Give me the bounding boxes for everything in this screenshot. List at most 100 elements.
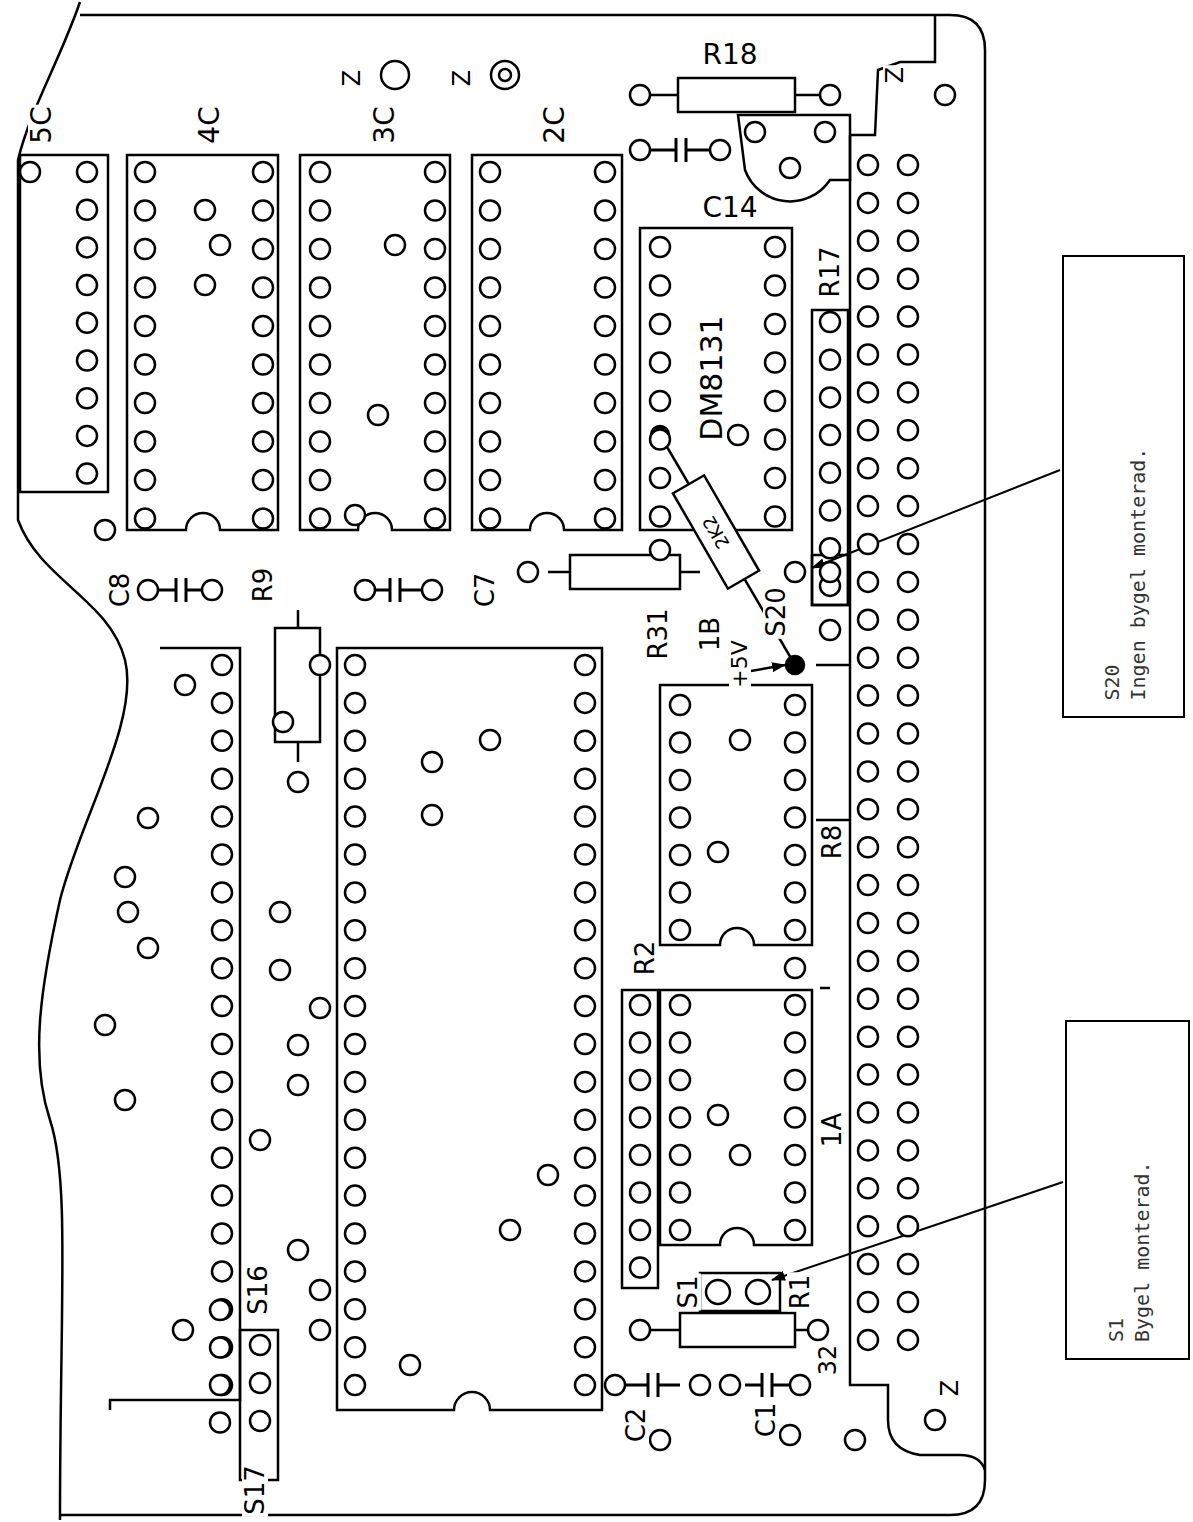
solder-pad <box>858 875 878 895</box>
solder-pad <box>898 496 918 516</box>
solder-pad <box>858 1065 878 1085</box>
solder-pad <box>765 353 785 373</box>
solder-pad <box>898 345 918 365</box>
solder-pad <box>808 1320 828 1340</box>
component-label: S20 <box>763 585 789 639</box>
solder-pad <box>385 235 405 255</box>
solder-pad <box>898 648 918 668</box>
solder-pad <box>858 837 878 857</box>
callout-note: S1 <box>1102 1318 1128 1342</box>
solder-pad <box>858 345 878 365</box>
solder-pad <box>345 1375 365 1395</box>
solder-pad <box>858 458 878 478</box>
solder-pad <box>345 920 365 940</box>
solder-pad <box>345 882 365 902</box>
solder-pad <box>898 913 918 933</box>
solder-pad <box>630 1108 650 1128</box>
solder-pad <box>135 393 155 413</box>
solder-pad <box>858 496 878 516</box>
component-label: C7 <box>472 571 498 610</box>
solder-pad <box>575 1148 595 1168</box>
component-label: +5V <box>729 638 751 689</box>
solder-pad <box>858 1254 878 1274</box>
solder-pad <box>650 468 670 488</box>
solder-pad <box>135 509 155 529</box>
solder-pad <box>858 1178 878 1198</box>
solder-pad <box>270 902 290 922</box>
solder-pad <box>210 235 230 255</box>
solder-pad <box>630 1258 650 1278</box>
solder-pad <box>858 648 878 668</box>
solder-pad <box>858 269 878 289</box>
component-label: 32 <box>816 1343 840 1378</box>
solder-pad <box>425 201 445 221</box>
solder-pad <box>898 1292 918 1312</box>
solder-pad <box>253 316 273 336</box>
solder-pad <box>898 1140 918 1160</box>
solder-pad <box>381 61 409 89</box>
solder-pad <box>480 162 500 182</box>
component-label: Z <box>450 68 474 88</box>
solder-pad <box>195 200 215 220</box>
solder-pad <box>250 1130 270 1150</box>
solder-pad <box>820 463 840 483</box>
solder-pad <box>345 655 365 675</box>
component-label: DM8131 <box>697 313 727 442</box>
solder-pad <box>898 761 918 781</box>
solder-pad <box>785 958 805 978</box>
solder-pad <box>425 509 445 529</box>
solder-pad <box>745 122 765 142</box>
solder-pad <box>785 995 805 1015</box>
solder-pad <box>898 269 918 289</box>
solder-pad <box>345 1337 365 1357</box>
solder-pad <box>820 387 840 407</box>
solder-pad <box>212 1224 232 1244</box>
callout-box: S20Ingen bygel monterad. <box>1062 255 1185 718</box>
solder-pad <box>480 730 500 750</box>
solder-pad <box>95 1015 115 1035</box>
solder-pad <box>670 770 690 790</box>
component-label: Z <box>938 1378 962 1398</box>
component-label: C2 <box>623 1406 649 1445</box>
solder-pad <box>898 724 918 744</box>
solder-pad <box>858 231 878 251</box>
solder-pad <box>425 239 445 259</box>
solder-pad <box>77 200 97 220</box>
solder-pad <box>77 426 97 446</box>
solder-pad <box>575 845 595 865</box>
solder-pad <box>500 1220 520 1240</box>
solder-pad <box>212 769 232 789</box>
solder-pad <box>858 1027 878 1047</box>
solder-pad <box>820 425 840 445</box>
component-label: 3C <box>371 104 399 145</box>
solder-pad <box>310 1280 330 1300</box>
solder-pad <box>858 686 878 706</box>
solder-pad <box>575 882 595 902</box>
solder-pad <box>858 1330 878 1350</box>
solder-pad <box>425 355 445 375</box>
solder-pad <box>253 239 273 259</box>
solder-pad <box>858 1292 878 1312</box>
solder-pad <box>898 307 918 327</box>
solder-pad <box>195 275 215 295</box>
solder-pad <box>212 655 232 675</box>
solder-pad <box>670 808 690 828</box>
solder-pad <box>310 393 330 413</box>
component-label: R18 <box>700 41 759 69</box>
solder-pad <box>898 1178 918 1198</box>
solder-pad <box>898 875 918 895</box>
solder-pad <box>253 393 273 413</box>
solder-pad <box>858 610 878 630</box>
solder-pad <box>491 61 519 89</box>
solder-pad <box>746 1280 770 1304</box>
solder-pad <box>650 353 670 373</box>
solder-pad <box>212 807 232 827</box>
solder-pad <box>345 1148 365 1168</box>
solder-pad <box>898 799 918 819</box>
solder-pad <box>345 1072 365 1092</box>
solder-pad <box>650 507 670 527</box>
solder-pad <box>630 1320 650 1340</box>
solder-pad <box>270 960 290 980</box>
solder-pad <box>77 313 97 333</box>
